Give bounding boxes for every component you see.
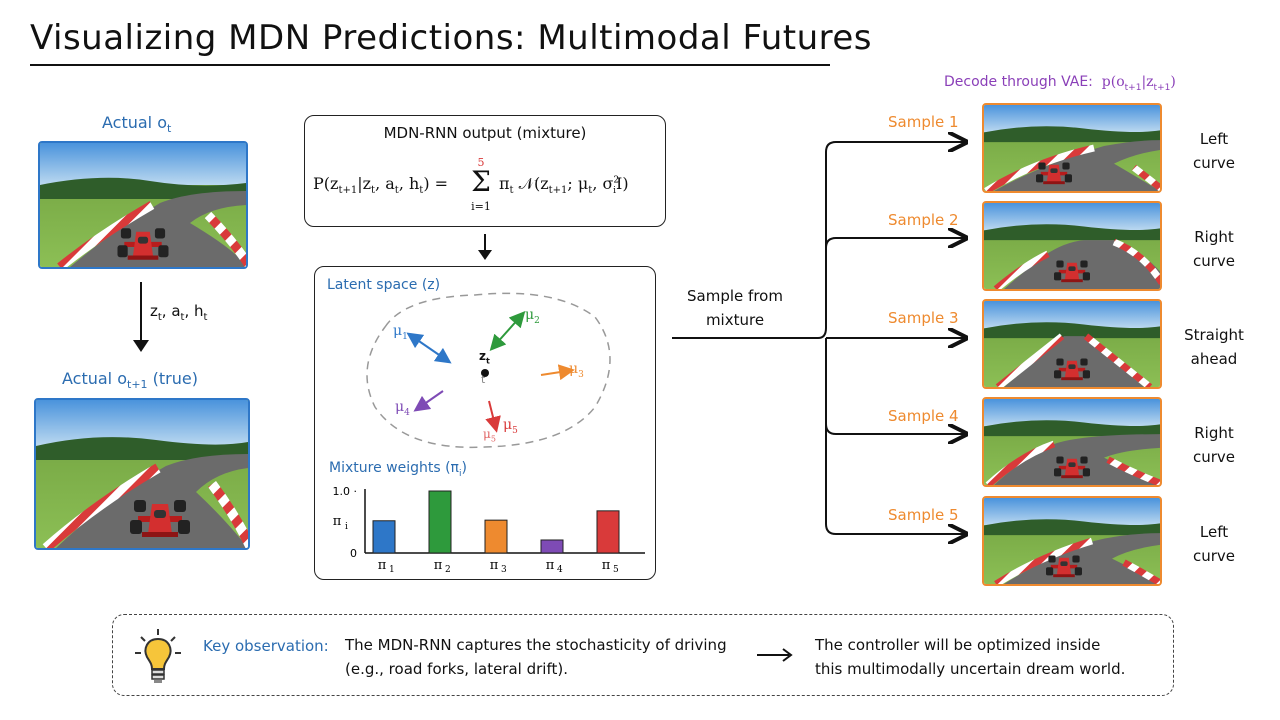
mu2-arrow — [489, 311, 526, 351]
actual-ot1-label: Actual ot+1 (true) — [62, 369, 198, 392]
observation-arrow-icon — [757, 648, 793, 662]
sample-image-4 — [982, 397, 1162, 487]
actual-ot-label: Actual ot — [102, 113, 172, 136]
arrow-sample-5 — [825, 424, 964, 534]
arrow-sample-1 — [817, 142, 964, 339]
title-underline — [30, 64, 830, 66]
actual-ot-image — [38, 141, 248, 269]
mu1-arrow — [406, 332, 452, 364]
arrow-sample-2 — [825, 238, 964, 249]
bar-π5 — [596, 510, 620, 554]
bar-π3 — [484, 519, 508, 554]
page-title: Visualizing MDN Predictions: Multimodal … — [30, 18, 873, 58]
sum-lower-limit: i=1 — [471, 200, 491, 213]
observation-result-text: The controller will be optimized inside … — [815, 636, 1126, 678]
sample-label-3: Sample 3 — [888, 309, 959, 327]
mdn-box-title: MDN-RNN output (mixture) — [383, 124, 587, 142]
xtick-π4: π — [546, 558, 555, 573]
mu5-arrow — [485, 400, 501, 433]
mixture-weights-title: Mixture weights (πi) — [329, 460, 467, 479]
bar-π4 — [540, 539, 564, 554]
transition-arrow — [140, 282, 142, 344]
xtick-sub-π1: 1 — [389, 565, 395, 575]
sample-image-3 — [982, 299, 1162, 389]
key-observation-box: Key observation: The MDN-RNN captures th… — [112, 614, 1174, 696]
mu1-label: μ1 — [393, 323, 408, 342]
chart-ytick-0: 0 — [350, 547, 357, 560]
sample-from-mixture-label: Sample from mixture — [687, 287, 783, 329]
mdn-output-box: MDN-RNN output (mixture) P(zt+1|zt, at, … — [304, 115, 666, 227]
chart-ylabel-sub: i — [345, 522, 348, 532]
latent-space-box: Latent space (z) zt t μ1 μ2 μ3 μ4 μ5 μ5 … — [314, 266, 656, 580]
mdn-down-arrow — [484, 234, 486, 252]
transition-label: zt, at, ht — [150, 302, 208, 323]
xtick-sub-π2: 2 — [445, 565, 451, 575]
bar-π2 — [428, 490, 452, 554]
mdn-down-arrow-head — [478, 250, 492, 260]
sample-label-5: Sample 5 — [888, 506, 959, 524]
mdn-formula: P(zt+1|zt, at, ht) = 5 Σ i=1 πt 𝒩(zt+1; … — [313, 156, 629, 213]
mu3-label: μ3 — [569, 361, 584, 380]
key-observation-label: Key observation: — [203, 637, 329, 655]
mu4-label: μ4 — [395, 399, 410, 418]
bar-π1 — [372, 520, 396, 554]
sample-label-1: Sample 1 — [888, 113, 959, 131]
actual-ot1-image — [34, 398, 250, 550]
xtick-π2: π — [434, 558, 443, 573]
decode-vae-label: Decode through VAE: p(ot+1|zt+1) — [944, 74, 1176, 93]
sample-label-4: Sample 4 — [888, 407, 959, 425]
sampling-arrows — [672, 130, 978, 550]
sum-upper-limit: 5 — [477, 156, 485, 169]
zt-center-point — [481, 369, 489, 377]
mu5-label: μ5 — [503, 417, 518, 436]
sample-image-5 — [982, 496, 1162, 586]
mu3-arrow — [540, 364, 575, 381]
chart-ytick-max: 1.0 · — [333, 485, 358, 498]
sum-symbol: Σ — [471, 165, 491, 198]
sample-image-1 — [982, 103, 1162, 193]
zt-center-sublabel: t — [481, 373, 486, 386]
latent-region-outline — [366, 292, 611, 449]
mu4-arrow — [413, 390, 444, 412]
xtick-sub-π3: 3 — [501, 565, 507, 575]
lightbulb-icon — [135, 629, 181, 683]
chart-ylabel: π — [333, 514, 342, 529]
mu2-label: μ2 — [525, 307, 540, 326]
observation-text: The MDN-RNN captures the stochasticity o… — [345, 636, 727, 678]
mu5-shadow-label: μ5 — [483, 427, 496, 444]
transition-arrow-head — [133, 340, 149, 352]
xtick-sub-π5: 5 — [613, 565, 619, 575]
xtick-π1: π — [378, 558, 387, 573]
xtick-sub-π4: 4 — [557, 565, 563, 575]
xtick-π3: π — [490, 558, 499, 573]
sample-label-2: Sample 2 — [888, 211, 959, 229]
xtick-π5: π — [602, 558, 611, 573]
latent-space-title: Latent space (z) — [327, 277, 441, 293]
latent-space-plot — [366, 292, 611, 449]
sample-image-2 — [982, 201, 1162, 291]
zt-center-label: zt — [479, 349, 490, 366]
